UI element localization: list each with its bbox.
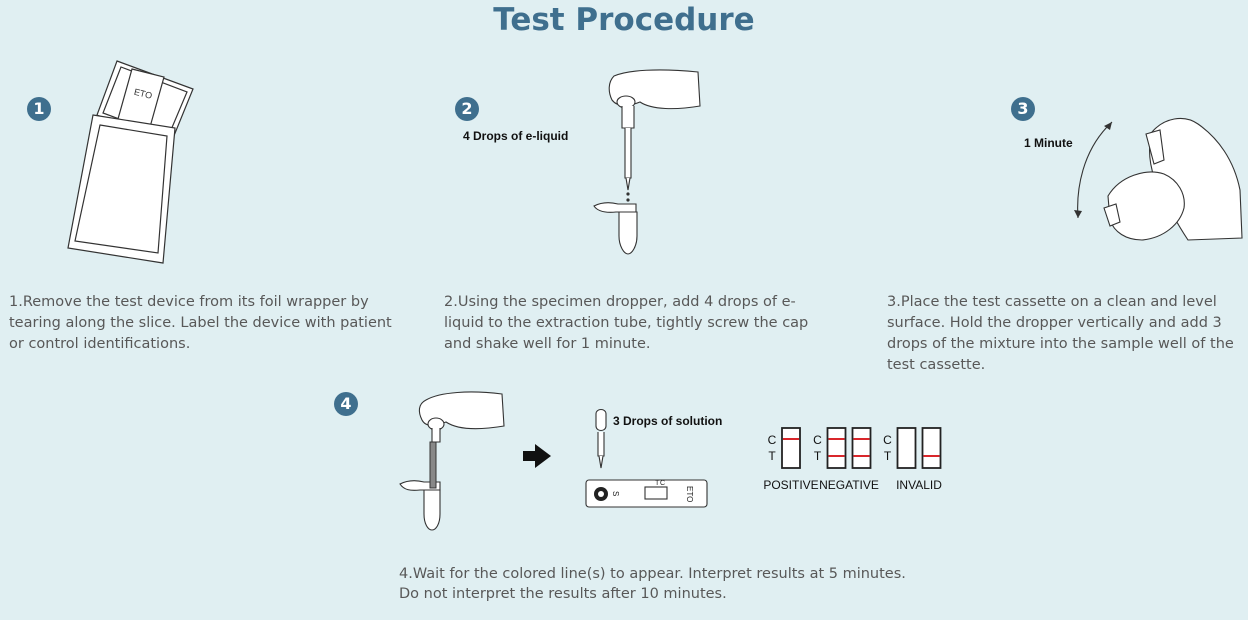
step-4-drops-label: 3 Drops of solution (613, 414, 723, 428)
cassette-dropper-illustration: S T C ETO (585, 408, 708, 508)
step-4-text-line-2: Do not interpret the results after 10 mi… (399, 586, 727, 602)
dropper-tube-illustration (593, 69, 701, 255)
result-window (921, 427, 942, 469)
tube-squeeze-illustration (399, 391, 505, 531)
result-c-label: C (768, 433, 777, 447)
cassette-test-mark: T (655, 480, 660, 487)
shaking-hand-illustration (1074, 117, 1243, 241)
step-2-drops-label: 4 Drops of e-liquid (463, 129, 569, 143)
step-4-text-line-1: 4.Wait for the colored line(s) to appear… (399, 566, 906, 582)
foil-pouch-illustration: ETO (67, 60, 194, 264)
step-1-badge: 1 (27, 97, 51, 121)
result-window (896, 427, 917, 469)
cassette-eto-label: ETO (685, 486, 694, 502)
pouch-eto-label: ETO (133, 87, 153, 101)
result-t-label: T (884, 449, 892, 463)
cassette-control-mark: C (660, 480, 665, 487)
result-negative-label: NEGATIVE (819, 478, 879, 492)
arrow-right-icon (523, 444, 551, 468)
cassette-sample-mark: S (611, 491, 620, 496)
result-window (851, 427, 872, 469)
result-window (826, 427, 847, 469)
result-window (781, 427, 801, 469)
result-c-label: C (813, 433, 822, 447)
result-t-label: T (768, 449, 776, 463)
step-2-text: 2.Using the specimen dropper, add 4 drop… (444, 294, 809, 352)
result-positive-label: POSITIVE (763, 478, 818, 492)
page-title: Test Procedure (493, 2, 755, 38)
step-3-badge: 3 (1011, 97, 1035, 121)
step-2-badge: 2 (455, 97, 479, 121)
result-t-label: T (814, 449, 822, 463)
step-4-badge: 4 (334, 392, 358, 416)
result-c-label: C (883, 433, 892, 447)
result-invalid-label: INVALID (896, 478, 942, 492)
step-3-minute-label: 1 Minute (1024, 136, 1073, 150)
step-3-text: 3.Place the test cassette on a clean and… (887, 294, 1234, 373)
step-1-text: 1.Remove the test device from its foil w… (9, 294, 392, 352)
